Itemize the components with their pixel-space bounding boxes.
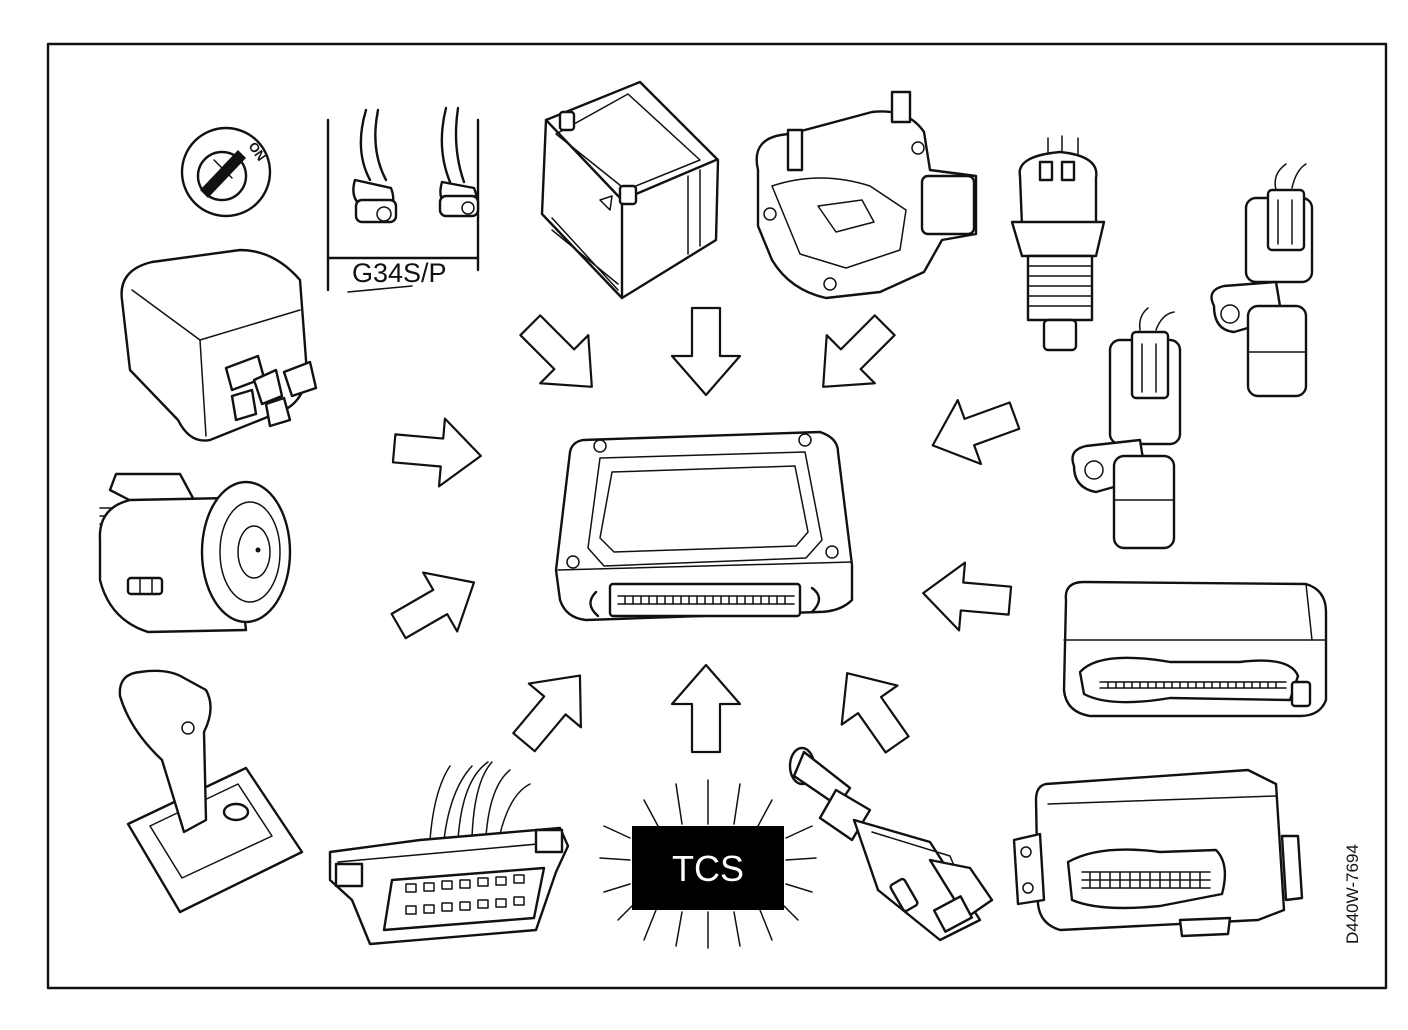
gear-shift-lever [118, 669, 304, 914]
tcs-lamp-label: TCS [672, 848, 744, 889]
arrow-solenoid [380, 551, 493, 657]
figure-code: D440W-7694 [1343, 844, 1362, 944]
arrow-brake-switch [818, 652, 927, 766]
tcs-control-module [554, 430, 854, 622]
solenoid-valve [98, 472, 292, 634]
throttle-position-sensor [755, 90, 978, 300]
arrow-temp-sensor [798, 300, 910, 412]
speed-sensor-lower [1071, 307, 1182, 550]
tcs-warning-lamp: TCS [599, 779, 817, 949]
brake-light-switch [788, 746, 994, 942]
arrow-relay [390, 413, 485, 491]
arrow-connector [670, 663, 742, 754]
lamp-light-rays-icon [599, 779, 817, 949]
arrow-throttle [670, 306, 742, 397]
arrow-engine-module [919, 558, 1014, 636]
engine-control-module [1062, 580, 1328, 718]
diagnostic-connector [328, 761, 570, 946]
transmission-control-module [1012, 768, 1304, 938]
relay [120, 248, 318, 442]
temperature-sensor [1010, 135, 1106, 352]
speed-sensor-upper [1210, 163, 1314, 398]
diagram-border [46, 42, 1388, 990]
ignition-on-label: ON [246, 139, 269, 164]
arrow-speed-sensor [919, 382, 1028, 479]
wheel-speed-sensors: G34S/P [326, 106, 480, 293]
arrow-battery [505, 300, 617, 412]
ignition-switch: ON [180, 126, 272, 218]
battery [540, 80, 720, 300]
arrow-shift-lever [496, 652, 608, 766]
wheel-sensor-label: G34S/P [352, 258, 447, 288]
